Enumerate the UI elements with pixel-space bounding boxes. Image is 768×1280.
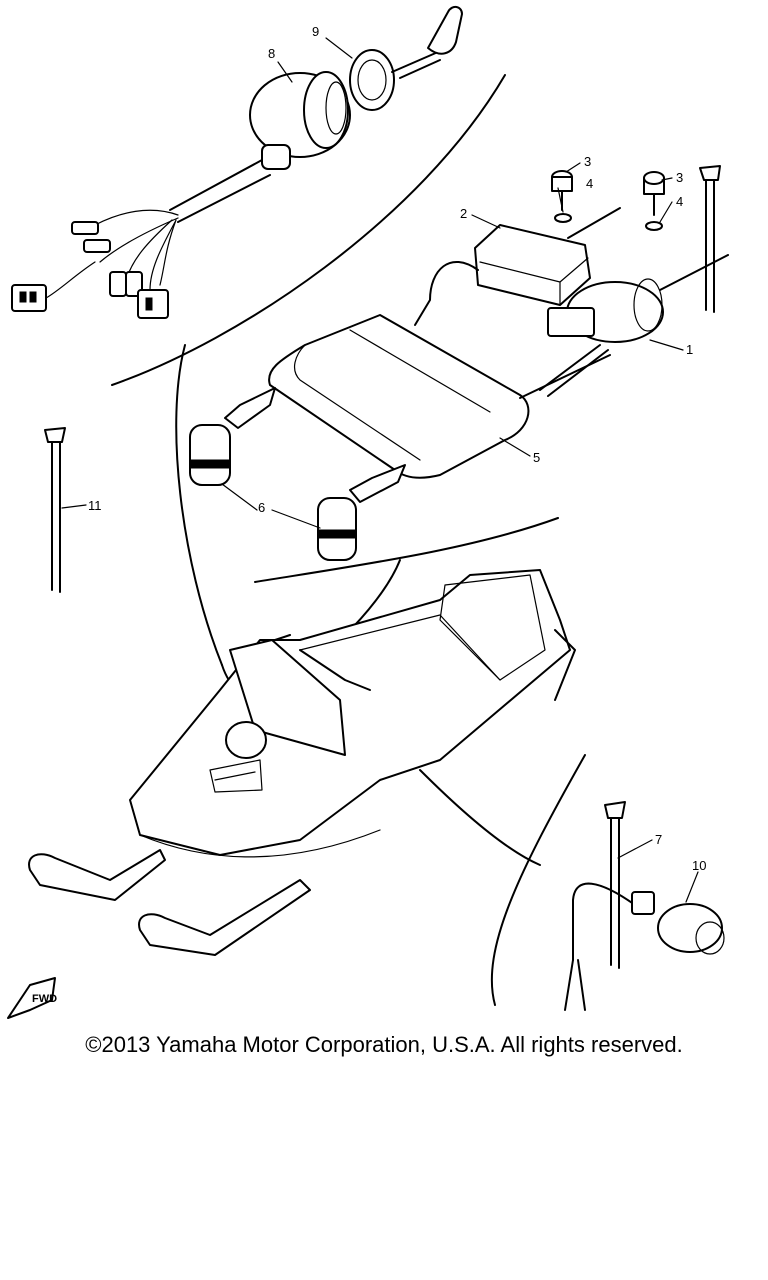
label-7: 7	[655, 832, 662, 847]
label-3b: 3	[676, 170, 683, 185]
capacitor-pad	[268, 314, 611, 479]
label-5: 5	[533, 450, 540, 465]
callout-labels: 1 2 3 3 4 4 5 6 7 8 9 10 11	[88, 24, 706, 873]
main-switch-harness	[11, 71, 351, 319]
label-9: 9	[312, 24, 319, 39]
copyright-notice: ©2013 Yamaha Motor Corporation, U.S.A. A…	[85, 1032, 683, 1057]
parts-diagram: FWD 1 2 3 3 4 4 5 6 7 8 9 10 11	[7, 6, 729, 1019]
snowmobile	[129, 569, 576, 858]
label-2: 2	[460, 206, 467, 221]
spark-plug-caps	[189, 387, 406, 561]
label-1: 1	[686, 342, 693, 357]
leader-lines	[61, 37, 699, 903]
label-4b: 4	[676, 194, 683, 209]
label-3a: 3	[584, 154, 591, 169]
cdi-unit	[539, 254, 729, 397]
label-6: 6	[258, 500, 265, 515]
fwd-text: FWD	[32, 993, 57, 1005]
label-4a: 4	[586, 176, 593, 191]
key-cap-assembly	[349, 6, 463, 111]
bolts-and-washers	[551, 170, 665, 231]
label-10: 10	[692, 858, 706, 873]
kill-switch	[564, 882, 725, 1011]
fwd-badge: FWD	[7, 977, 57, 1019]
ignition-coil	[414, 207, 621, 326]
cable-ties	[44, 165, 721, 969]
label-8: 8	[268, 46, 275, 61]
skis	[28, 849, 311, 956]
label-11: 11	[88, 498, 102, 513]
